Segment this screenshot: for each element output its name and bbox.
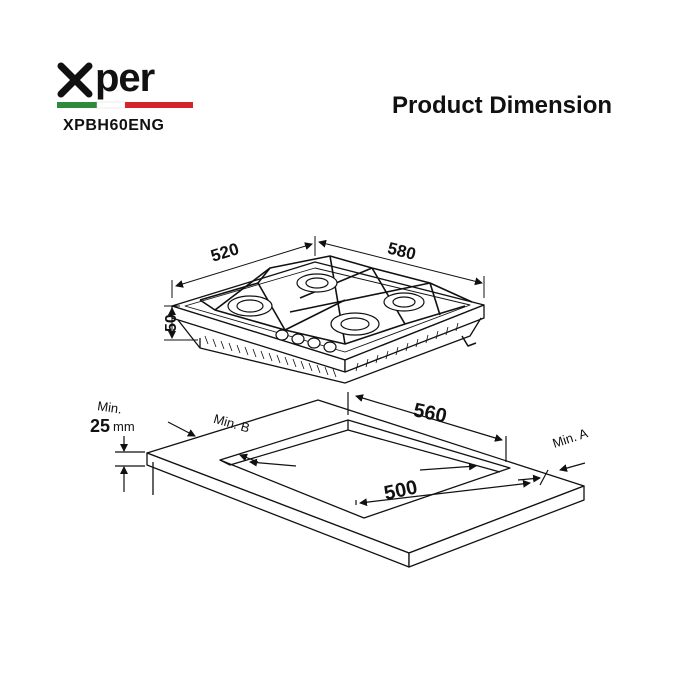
logo-red-stripe — [125, 102, 193, 108]
hob-dimension-lines — [164, 236, 485, 341]
brand-logo: per — [55, 56, 195, 138]
hob-height-label: 50 — [163, 314, 180, 332]
model-number: XPBH60ENG — [63, 117, 165, 134]
hob-illustration — [171, 255, 485, 384]
cutout-dimension-lines — [115, 392, 586, 507]
logo-wordmark: per — [95, 56, 155, 100]
page-title: Product Dimension — [392, 92, 613, 119]
min-label: Min. — [96, 398, 122, 416]
min-a-label: Min. A — [551, 425, 590, 451]
cutout-width-label: 560 — [411, 399, 448, 427]
hob-depth-label: 520 — [208, 239, 241, 265]
logo-x-icon — [57, 62, 93, 98]
logo-green-stripe — [57, 102, 97, 108]
min-thickness-unit: mm — [113, 419, 135, 434]
brand-logo-mark — [57, 62, 193, 109]
min-thickness-value: 25 — [90, 416, 110, 436]
countertop-illustration — [146, 399, 585, 568]
